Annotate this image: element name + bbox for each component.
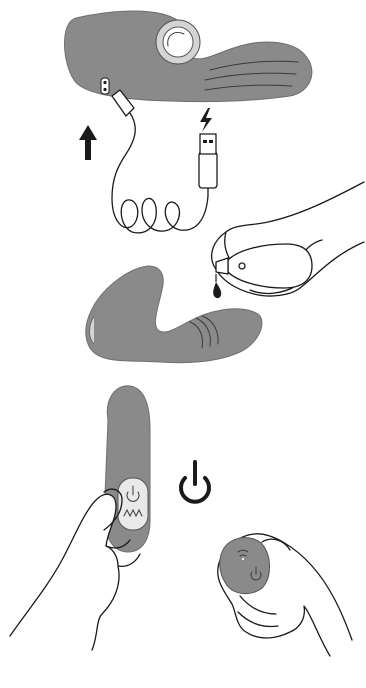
lubricant-panel [86,182,364,363]
power-panel [10,386,352,656]
drip-icon [213,282,221,298]
power-icon [181,462,209,502]
suction-head [156,20,200,64]
up-arrow-icon [79,125,97,160]
charging-panel [65,11,312,233]
remote-control [220,538,270,594]
charge-port-icon [101,78,109,94]
lightning-icon [200,108,212,132]
charging-cable [112,113,208,233]
usb-plug-icon [199,134,217,188]
left-hand [10,494,119,650]
